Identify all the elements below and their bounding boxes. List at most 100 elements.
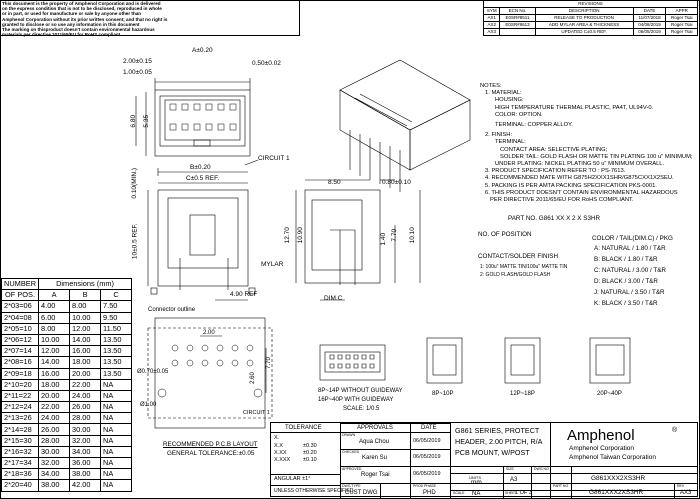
tb-rev-label: REV (677, 484, 685, 488)
cell: NA (100, 468, 133, 481)
pcb-layout-title: RECOMMENDED P.C.B LAYOUT (163, 441, 258, 448)
disclaimer-line: The marking on thisproduct doesn't conta… (2, 27, 155, 33)
dim-770: 7.70 (391, 228, 399, 242)
numtab-header: OF POS. (0, 289, 40, 302)
numtab-col: B (69, 289, 102, 302)
notes-block: NOTES: 1. MATERIAL: HOUSING: HIGH TEMPER… (480, 83, 695, 204)
cell: NA (100, 401, 133, 414)
cell: 8.00 (38, 322, 71, 335)
tb-rev: AX3 (680, 490, 692, 496)
tb-corp-2: Amphenol Taiwan Corporation (569, 454, 656, 461)
cell: 2*17=34 (0, 456, 40, 470)
tb-dwgtype-label: DWG TYPE (342, 484, 361, 488)
cell: 2*20=40 (0, 479, 40, 492)
cell: 13.50 (100, 345, 133, 358)
tb-checked-date: 06/05/2019 (413, 454, 441, 460)
cell: NA (100, 434, 133, 447)
note-line: 6. THIS PRODUCT DOESN'T CONTAIN ENVIRONM… (485, 189, 678, 196)
tb-units: mm (471, 479, 482, 486)
cell: 2*11=22 (0, 389, 40, 403)
tb-drawn: Aqua Chou (359, 439, 390, 445)
cell: 16.00 (38, 367, 71, 380)
pin-views (319, 337, 631, 384)
cell: 32.00 (38, 456, 71, 470)
cell: 14.00 (69, 333, 102, 347)
part-color-k: K: BLACK / 3.50 / T&R (594, 300, 658, 307)
mylar-label: MYLAR (261, 261, 284, 268)
cell: 16.00 (69, 345, 102, 358)
cell: 2*15=30 (0, 434, 40, 447)
part-finish-2: 2: GOLD FLASH/GOLD FLASH (480, 272, 551, 278)
cell: 2*06=12 (0, 333, 40, 347)
tb-drawn-label: DRAWN (342, 433, 356, 437)
dim-490: 4.90 REF (230, 291, 258, 298)
cell: 38.00 (38, 479, 71, 492)
cell: 26.00 (38, 423, 71, 436)
dim-080: 0.80±0.10 (382, 179, 411, 186)
tb-sheet: 1 OF 3 (515, 490, 532, 496)
tb-checked: Karen Su (362, 455, 388, 461)
note-line: 5. PACKING IS PER AMTA PACKING SPECIFICA… (485, 182, 657, 189)
cell: 30.00 (38, 445, 71, 459)
view-label-12p: 12P~18P (510, 391, 535, 397)
cell: 2*05=10 (0, 322, 40, 335)
tb-scale: NA (472, 491, 481, 497)
tb-units-label: UNITS (469, 475, 481, 480)
side-view (295, 179, 421, 301)
part-color-title: COLOR / TAIL(DIM.C) / PKG (592, 235, 673, 242)
tb-corp-1: Amphenol Corporation (569, 445, 635, 452)
numtab-col: C (100, 289, 133, 302)
disclaimer-line: on the express condition that is not to … (2, 6, 162, 12)
amphenol-logo: Amphenol (567, 427, 635, 444)
disclaimer-line: This document is the property of Ampheno… (2, 1, 161, 6)
registered-icon: ® (672, 427, 678, 434)
tb-size-label: SIZE (506, 467, 514, 471)
pcb-dim-070: Ø0.70±0.05 (137, 369, 169, 375)
pcb-tolerance: GENERAL TOLERANCE:±0.05 (167, 450, 255, 457)
tb-tol-xx: X.X (274, 443, 283, 449)
note-line: COLOR: OPTION. (495, 111, 543, 118)
tb-approved-date: 06/05/2019 (413, 471, 441, 477)
cell: 20.00 (38, 389, 71, 403)
tb-partno-label: PART NO (553, 484, 569, 488)
cell: NA (100, 423, 133, 436)
cell: NA (100, 479, 133, 492)
isometric-view (339, 59, 471, 192)
tb-unless: UNLESS OTHERWISE SPECIFIED (274, 488, 354, 494)
tb-date: DATE (421, 425, 437, 431)
note-line: 2. FINISH: (485, 132, 513, 139)
front-view (135, 78, 259, 176)
rev-cell: 06/05/2019 (632, 28, 667, 36)
cell: 13.50 (100, 367, 133, 380)
cell: 42.00 (69, 479, 102, 492)
part-color-a: A: NATURAL / 1.80 / T&R (594, 245, 666, 252)
part-finish-title: CONTACT/SOLDER FINISH (478, 253, 558, 260)
tb-approvals: APPROVALS (357, 425, 393, 431)
dim-1090: 10.90 (296, 227, 304, 244)
title-block: TOLERANCE X. X.X ±0.30 X.XX ±0.20 X.XXX … (270, 422, 698, 498)
tb-tolerance: TOLERANCE (285, 425, 322, 431)
dim-c-label: DIM.C (324, 295, 343, 302)
cell: 7.50 (100, 300, 133, 313)
dim-ref: 0.10(MIN.) (131, 167, 139, 199)
cell: 14.00 (38, 356, 71, 369)
tb-phase: PHD (423, 490, 436, 496)
tb-title-1: G861 SERIES, PROTECT (455, 426, 540, 435)
cell: 2*16=32 (0, 445, 40, 459)
cell: 24.00 (38, 412, 71, 425)
pcb-circuit-label: CIRCUIT 1 (243, 410, 270, 416)
numtab-dims-header: Dimensions (mm) (38, 277, 133, 291)
tb-title-2: HEADER, 2.00 PITCH, R/A (455, 437, 543, 446)
cell: 13.50 (100, 356, 133, 369)
views-scale: SCALE: 1/0.5 (343, 406, 380, 412)
note-line: 4. RECOMMENDED MATE WITH G875H2XXX1SHR/G… (485, 175, 674, 182)
cell: NA (100, 456, 133, 470)
